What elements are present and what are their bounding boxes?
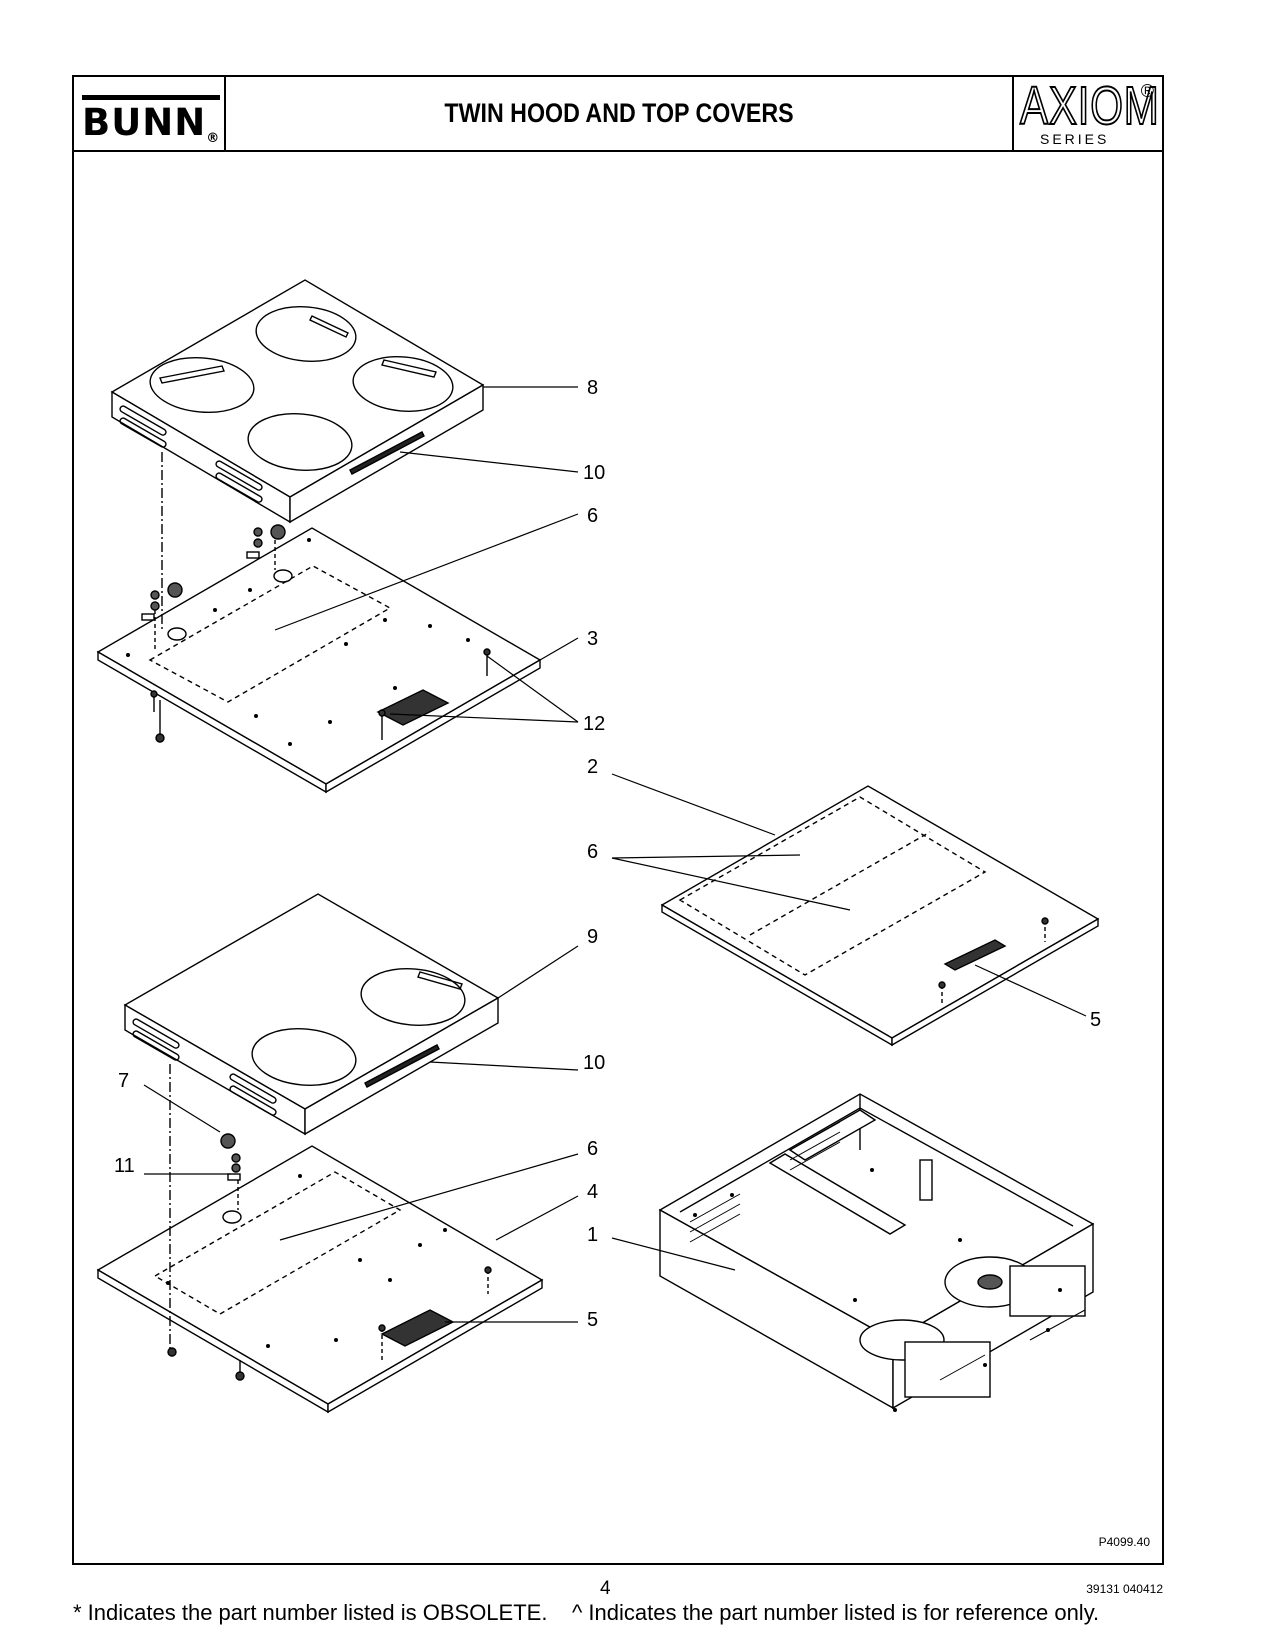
part-3-top-cover — [96, 452, 542, 794]
callout-12: 12 — [583, 713, 605, 735]
series-word: SERIES — [1040, 131, 1110, 147]
bunn-logo: BUNN® — [74, 77, 226, 150]
part-1-base-chassis — [658, 1093, 1095, 1412]
callout-5b: 5 — [587, 1309, 598, 1331]
callout-4: 4 — [587, 1181, 598, 1203]
callout-numbers: 8 10 6 3 12 2 6 9 5 10 7 11 6 4 1 5 — [114, 377, 1101, 1331]
grommets-7-and-clips-11 — [141, 524, 286, 621]
axiom-registered-mark: ® — [1140, 81, 1154, 101]
figure-id: P4099.40 — [1098, 1535, 1150, 1549]
callout-6b: 6 — [587, 841, 598, 863]
part-8-four-hole-hood — [110, 279, 485, 524]
header-bar: BUNN® TWIN HOOD AND TOP COVERS AXIOM ® S… — [74, 77, 1162, 152]
axiom-series-logo: AXIOM ® SERIES — [1012, 77, 1162, 150]
callout-6a: 6 — [587, 505, 598, 527]
footnote-reference: ^ Indicates the part number listed is fo… — [572, 1600, 1100, 1625]
page-frame: BUNN® TWIN HOOD AND TOP COVERS AXIOM ® S… — [72, 75, 1164, 1565]
callout-7: 7 — [118, 1070, 129, 1092]
callout-10a: 10 — [583, 462, 605, 484]
leader-lines — [143, 386, 1087, 1323]
callout-5a: 5 — [1090, 1009, 1101, 1031]
part-2-top-cover — [660, 785, 1100, 1047]
axiom-wordmark: AXIOM — [1019, 76, 1160, 136]
brand-registered-mark: ® — [206, 131, 221, 146]
part-9-two-hole-hood — [123, 893, 500, 1136]
document-code: 39131 040412 — [1086, 1582, 1163, 1596]
callout-1: 1 — [587, 1224, 598, 1246]
callout-9: 9 — [587, 926, 598, 948]
callout-8: 8 — [587, 377, 598, 399]
page-number: 4 — [600, 1578, 611, 1599]
callout-6c: 6 — [587, 1138, 598, 1160]
callout-3: 3 — [587, 628, 598, 650]
callout-11: 11 — [114, 1155, 135, 1177]
callout-2: 2 — [587, 756, 598, 778]
page-title: TWIN HOOD AND TOP COVERS — [444, 98, 794, 128]
brand-name: BUNN — [82, 101, 207, 144]
callout-10b: 10 — [583, 1052, 605, 1074]
footnote-obsolete: * Indicates the part number listed is OB… — [73, 1600, 548, 1625]
